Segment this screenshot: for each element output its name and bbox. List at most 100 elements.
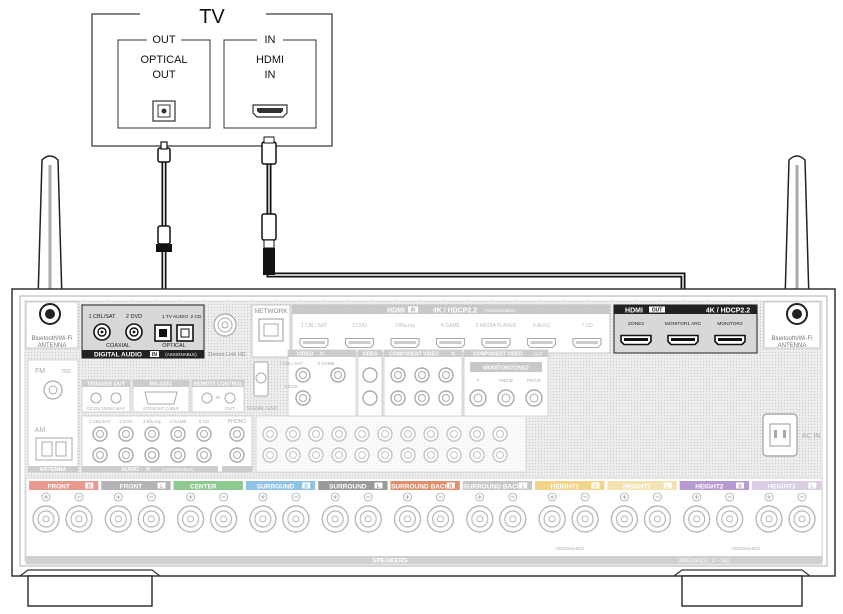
component-out-1-jack[interactable] bbox=[469, 389, 487, 407]
optical-2-jack[interactable] bbox=[176, 324, 194, 342]
rs232c-port[interactable] bbox=[144, 391, 178, 405]
component-in-1-3-jack[interactable] bbox=[438, 367, 454, 383]
speaker-terminal-9-plus[interactable] bbox=[610, 505, 639, 533]
trigger-1-jack[interactable] bbox=[90, 392, 102, 404]
speaker-terminal-2-plus[interactable] bbox=[104, 505, 133, 533]
tv-optical-out-jack[interactable] bbox=[152, 100, 176, 122]
audio-in-3-l-jack[interactable] bbox=[144, 426, 160, 442]
speaker-terminal-8-plus[interactable] bbox=[538, 505, 566, 533]
pre-out-jack-8[interactable] bbox=[331, 447, 347, 463]
optical-1-jack[interactable] bbox=[154, 324, 172, 342]
speaker-terminal-2-minus[interactable] bbox=[137, 505, 166, 533]
bt-wifi-antenna-right[interactable]: Bluetooth/Wi-Fi ANTENNA bbox=[763, 301, 821, 349]
audio-in-4-l-jack[interactable] bbox=[170, 426, 186, 442]
phono-r-jack[interactable] bbox=[229, 447, 245, 463]
video-in-1-jack[interactable] bbox=[295, 367, 311, 383]
hdmi-in-3-port[interactable] bbox=[390, 337, 420, 349]
audio-in-3-r-jack[interactable] bbox=[144, 447, 160, 463]
speaker-terminal-3-minus[interactable] bbox=[209, 505, 238, 533]
component-out-2-jack[interactable] bbox=[497, 389, 515, 407]
audio-in-5-r-jack[interactable] bbox=[196, 447, 212, 463]
hdmi-out-1-port[interactable] bbox=[620, 334, 652, 346]
coaxial-2-jack[interactable] bbox=[125, 323, 143, 341]
pre-out-jack-21[interactable] bbox=[492, 426, 508, 442]
network-port[interactable] bbox=[258, 318, 284, 342]
pre-out-jack-19[interactable] bbox=[469, 426, 485, 442]
audio-in-2-r-jack[interactable] bbox=[118, 447, 134, 463]
pre-out-jack-12[interactable] bbox=[377, 447, 393, 463]
bt-wifi-antenna-left[interactable]: Bluetooth/Wi-Fi ANTENNA bbox=[25, 301, 79, 349]
am-terminal[interactable] bbox=[35, 437, 73, 461]
pre-out-jack-4[interactable] bbox=[285, 447, 301, 463]
hdmi-in-4-port[interactable] bbox=[435, 337, 466, 349]
hdmi-in-6-port[interactable] bbox=[526, 337, 557, 349]
hdmi-in-2-port[interactable] bbox=[344, 337, 375, 349]
fm-jack[interactable] bbox=[43, 380, 63, 400]
audio-in-4-r-jack[interactable] bbox=[170, 447, 186, 463]
denon-link-hd-jack[interactable]: Denon Link HD bbox=[208, 313, 246, 358]
audio-in-1-r-jack[interactable] bbox=[92, 447, 108, 463]
component-out-3-jack[interactable] bbox=[525, 389, 543, 407]
coaxial-1-jack[interactable] bbox=[93, 323, 111, 341]
pre-out-jack-9[interactable] bbox=[354, 426, 370, 442]
speaker-terminal-11-plus[interactable] bbox=[755, 505, 783, 533]
trigger-2-jack[interactable] bbox=[110, 392, 122, 404]
ac-inlet[interactable] bbox=[762, 413, 798, 457]
hdmi-out-2-port[interactable] bbox=[667, 334, 699, 346]
speaker-terminal-10-plus[interactable] bbox=[683, 505, 711, 533]
pre-out-jack-13[interactable] bbox=[400, 426, 416, 442]
hdmi-in-5-port[interactable] bbox=[481, 337, 511, 349]
hdmi-in-1-port[interactable] bbox=[299, 337, 329, 349]
video-in-3-jack[interactable] bbox=[330, 367, 346, 383]
audio-in-2-l-jack[interactable] bbox=[118, 426, 134, 442]
pre-out-jack-18[interactable] bbox=[446, 447, 462, 463]
pre-out-jack-2[interactable] bbox=[262, 447, 278, 463]
speaker-terminal-5-minus[interactable] bbox=[354, 505, 382, 533]
pre-out-jack-22[interactable] bbox=[492, 447, 508, 463]
component-in-1-1-jack[interactable] bbox=[390, 367, 406, 383]
hdmi-in-7-port[interactable] bbox=[572, 337, 602, 349]
speaker-terminal-1-plus[interactable] bbox=[32, 505, 60, 533]
pre-out-jack-7[interactable] bbox=[331, 426, 347, 442]
speaker-terminal-7-plus[interactable] bbox=[466, 505, 494, 533]
video-out-zone2-jack[interactable] bbox=[362, 390, 378, 406]
remote-in-jack[interactable] bbox=[201, 392, 213, 404]
speaker-terminal-1-minus[interactable] bbox=[65, 505, 93, 533]
speaker-terminal-9-minus[interactable] bbox=[643, 505, 672, 533]
pre-out-jack-15[interactable] bbox=[423, 426, 439, 442]
component-in-2-2-jack[interactable] bbox=[414, 390, 430, 406]
pre-out-jack-20[interactable] bbox=[469, 447, 485, 463]
pre-out-jack-3[interactable] bbox=[285, 426, 301, 442]
pre-out-jack-6[interactable] bbox=[308, 447, 324, 463]
pre-out-jack-5[interactable] bbox=[308, 426, 324, 442]
audio-in-5-l-jack[interactable] bbox=[196, 426, 212, 442]
component-in-1-2-jack[interactable] bbox=[414, 367, 430, 383]
pre-out-jack-10[interactable] bbox=[354, 447, 370, 463]
video-out-section: VIDEO bbox=[357, 349, 383, 417]
signal-gnd-terminal[interactable]: SIGNAL GND bbox=[247, 361, 278, 412]
tv-hdmi-in-jack[interactable] bbox=[252, 104, 288, 118]
speaker-terminal-6-minus[interactable] bbox=[426, 505, 455, 533]
audio-in-1-l-jack[interactable] bbox=[92, 426, 108, 442]
component-in-2-1-jack[interactable] bbox=[390, 390, 406, 406]
speaker-terminal-6-plus[interactable] bbox=[393, 505, 422, 533]
pre-out-jack-14[interactable] bbox=[400, 447, 416, 463]
pre-out-jack-1[interactable] bbox=[262, 426, 278, 442]
component-in-2-3-jack[interactable] bbox=[438, 390, 454, 406]
pre-out-jack-11[interactable] bbox=[377, 426, 393, 442]
phono-l-jack[interactable] bbox=[229, 426, 245, 442]
video-out-monitor-jack[interactable] bbox=[362, 367, 378, 383]
speaker-terminal-11-minus[interactable] bbox=[788, 505, 816, 533]
pre-out-jack-16[interactable] bbox=[423, 447, 439, 463]
speaker-terminal-7-minus[interactable] bbox=[499, 505, 527, 533]
speaker-terminal-3-plus[interactable] bbox=[176, 505, 205, 533]
pre-out-jack-17[interactable] bbox=[446, 426, 462, 442]
hdmi-out-3-port[interactable] bbox=[714, 334, 746, 346]
speaker-terminal-8-minus[interactable] bbox=[571, 505, 599, 533]
speaker-terminal-4-plus[interactable] bbox=[249, 505, 277, 533]
video-in-2-jack[interactable] bbox=[295, 390, 311, 406]
remote-out-jack[interactable] bbox=[224, 392, 236, 404]
speaker-terminal-10-minus[interactable] bbox=[716, 505, 744, 533]
speaker-terminal-5-plus[interactable] bbox=[321, 505, 349, 533]
speaker-terminal-4-minus[interactable] bbox=[282, 505, 310, 533]
